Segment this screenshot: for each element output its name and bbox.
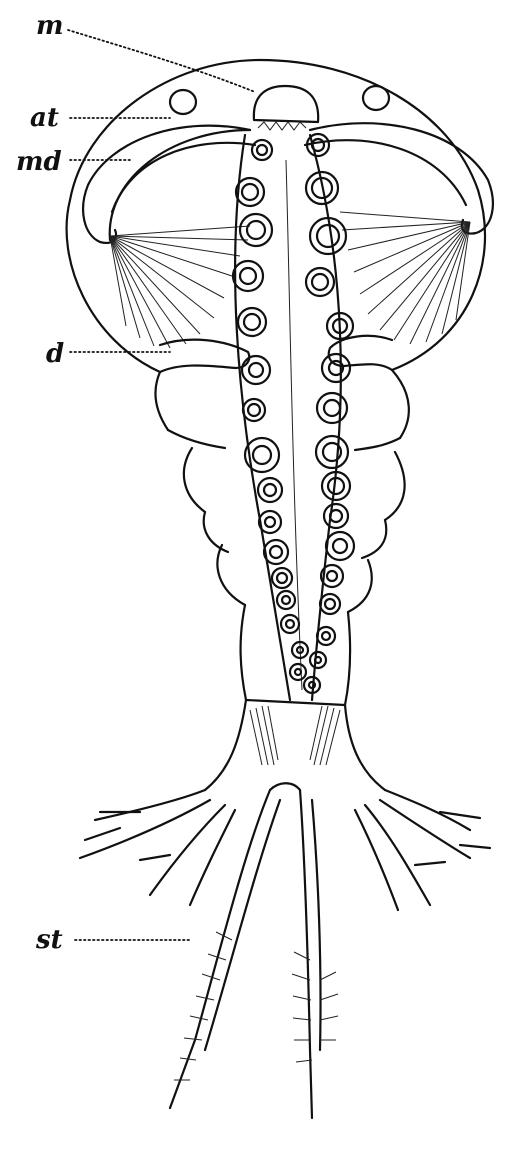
abdomen — [239, 603, 352, 707]
mouth-teeth — [257, 121, 307, 131]
yolk-granule — [234, 176, 266, 208]
yolk-granule — [256, 476, 284, 504]
yolk-granule — [319, 563, 345, 589]
yolk-granule — [236, 306, 268, 338]
right-appendage-d — [327, 334, 394, 372]
left-eye-knob — [168, 88, 198, 116]
yolk-granule — [270, 566, 294, 590]
yolk-granules — [231, 132, 356, 695]
label-at: at — [30, 103, 59, 133]
yolk-granule — [315, 625, 337, 647]
left-caudal-seta — [168, 788, 282, 1110]
yolk-granule — [322, 502, 350, 530]
yolk-granule — [243, 436, 281, 474]
left-muscle-fan — [109, 225, 251, 349]
yolk-granule — [304, 170, 340, 206]
right-muscle-fan — [339, 211, 471, 345]
tail-base-striations — [249, 705, 341, 766]
body-segment-1 — [154, 368, 410, 440]
right-eye-knob — [361, 84, 391, 112]
yolk-granule — [279, 613, 301, 635]
yolk-granule — [302, 675, 322, 695]
yolk-granule — [262, 538, 290, 566]
center-notch — [268, 782, 302, 792]
yolk-granule — [320, 470, 352, 502]
yolk-granule — [308, 650, 328, 670]
yolk-granule — [304, 266, 336, 298]
caudal-seta-spines — [174, 931, 339, 1081]
left-antenna-inner — [110, 141, 257, 214]
yolk-granule — [305, 132, 331, 158]
median-eye — [252, 84, 320, 124]
yolk-granule — [318, 592, 342, 616]
left-furca — [78, 788, 237, 907]
tail-base — [203, 698, 387, 792]
yolk-granule — [325, 311, 355, 341]
head-shield — [65, 58, 487, 374]
gut-division — [285, 159, 303, 691]
yolk-granule — [314, 434, 350, 470]
yolk-granule — [238, 212, 274, 248]
head-shield-inner — [108, 128, 252, 242]
furca-spines — [83, 810, 492, 867]
yolk-granule — [320, 352, 352, 384]
yolk-granule — [241, 397, 267, 423]
label-d: d — [46, 339, 64, 369]
label-st: st — [35, 925, 63, 955]
yolk-granule — [240, 354, 272, 386]
yolk-granule — [231, 259, 265, 293]
left-appendage-d — [158, 338, 251, 374]
label-md: md — [16, 147, 62, 177]
yolk-granule — [324, 530, 356, 562]
right-furca — [353, 788, 472, 912]
label-m: m — [36, 11, 64, 41]
body-segment-2 — [166, 428, 406, 522]
body-segment-3 — [202, 510, 388, 614]
yolk-granule — [290, 640, 310, 660]
yolk-granule — [308, 216, 348, 256]
leader-m — [67, 29, 256, 93]
yolk-granule — [315, 391, 349, 425]
right-caudal-seta — [298, 788, 322, 1120]
yolk-granule — [257, 509, 283, 535]
yolk-granule — [275, 589, 297, 611]
yolk-granule — [250, 138, 274, 162]
yolk-granule — [288, 662, 308, 682]
